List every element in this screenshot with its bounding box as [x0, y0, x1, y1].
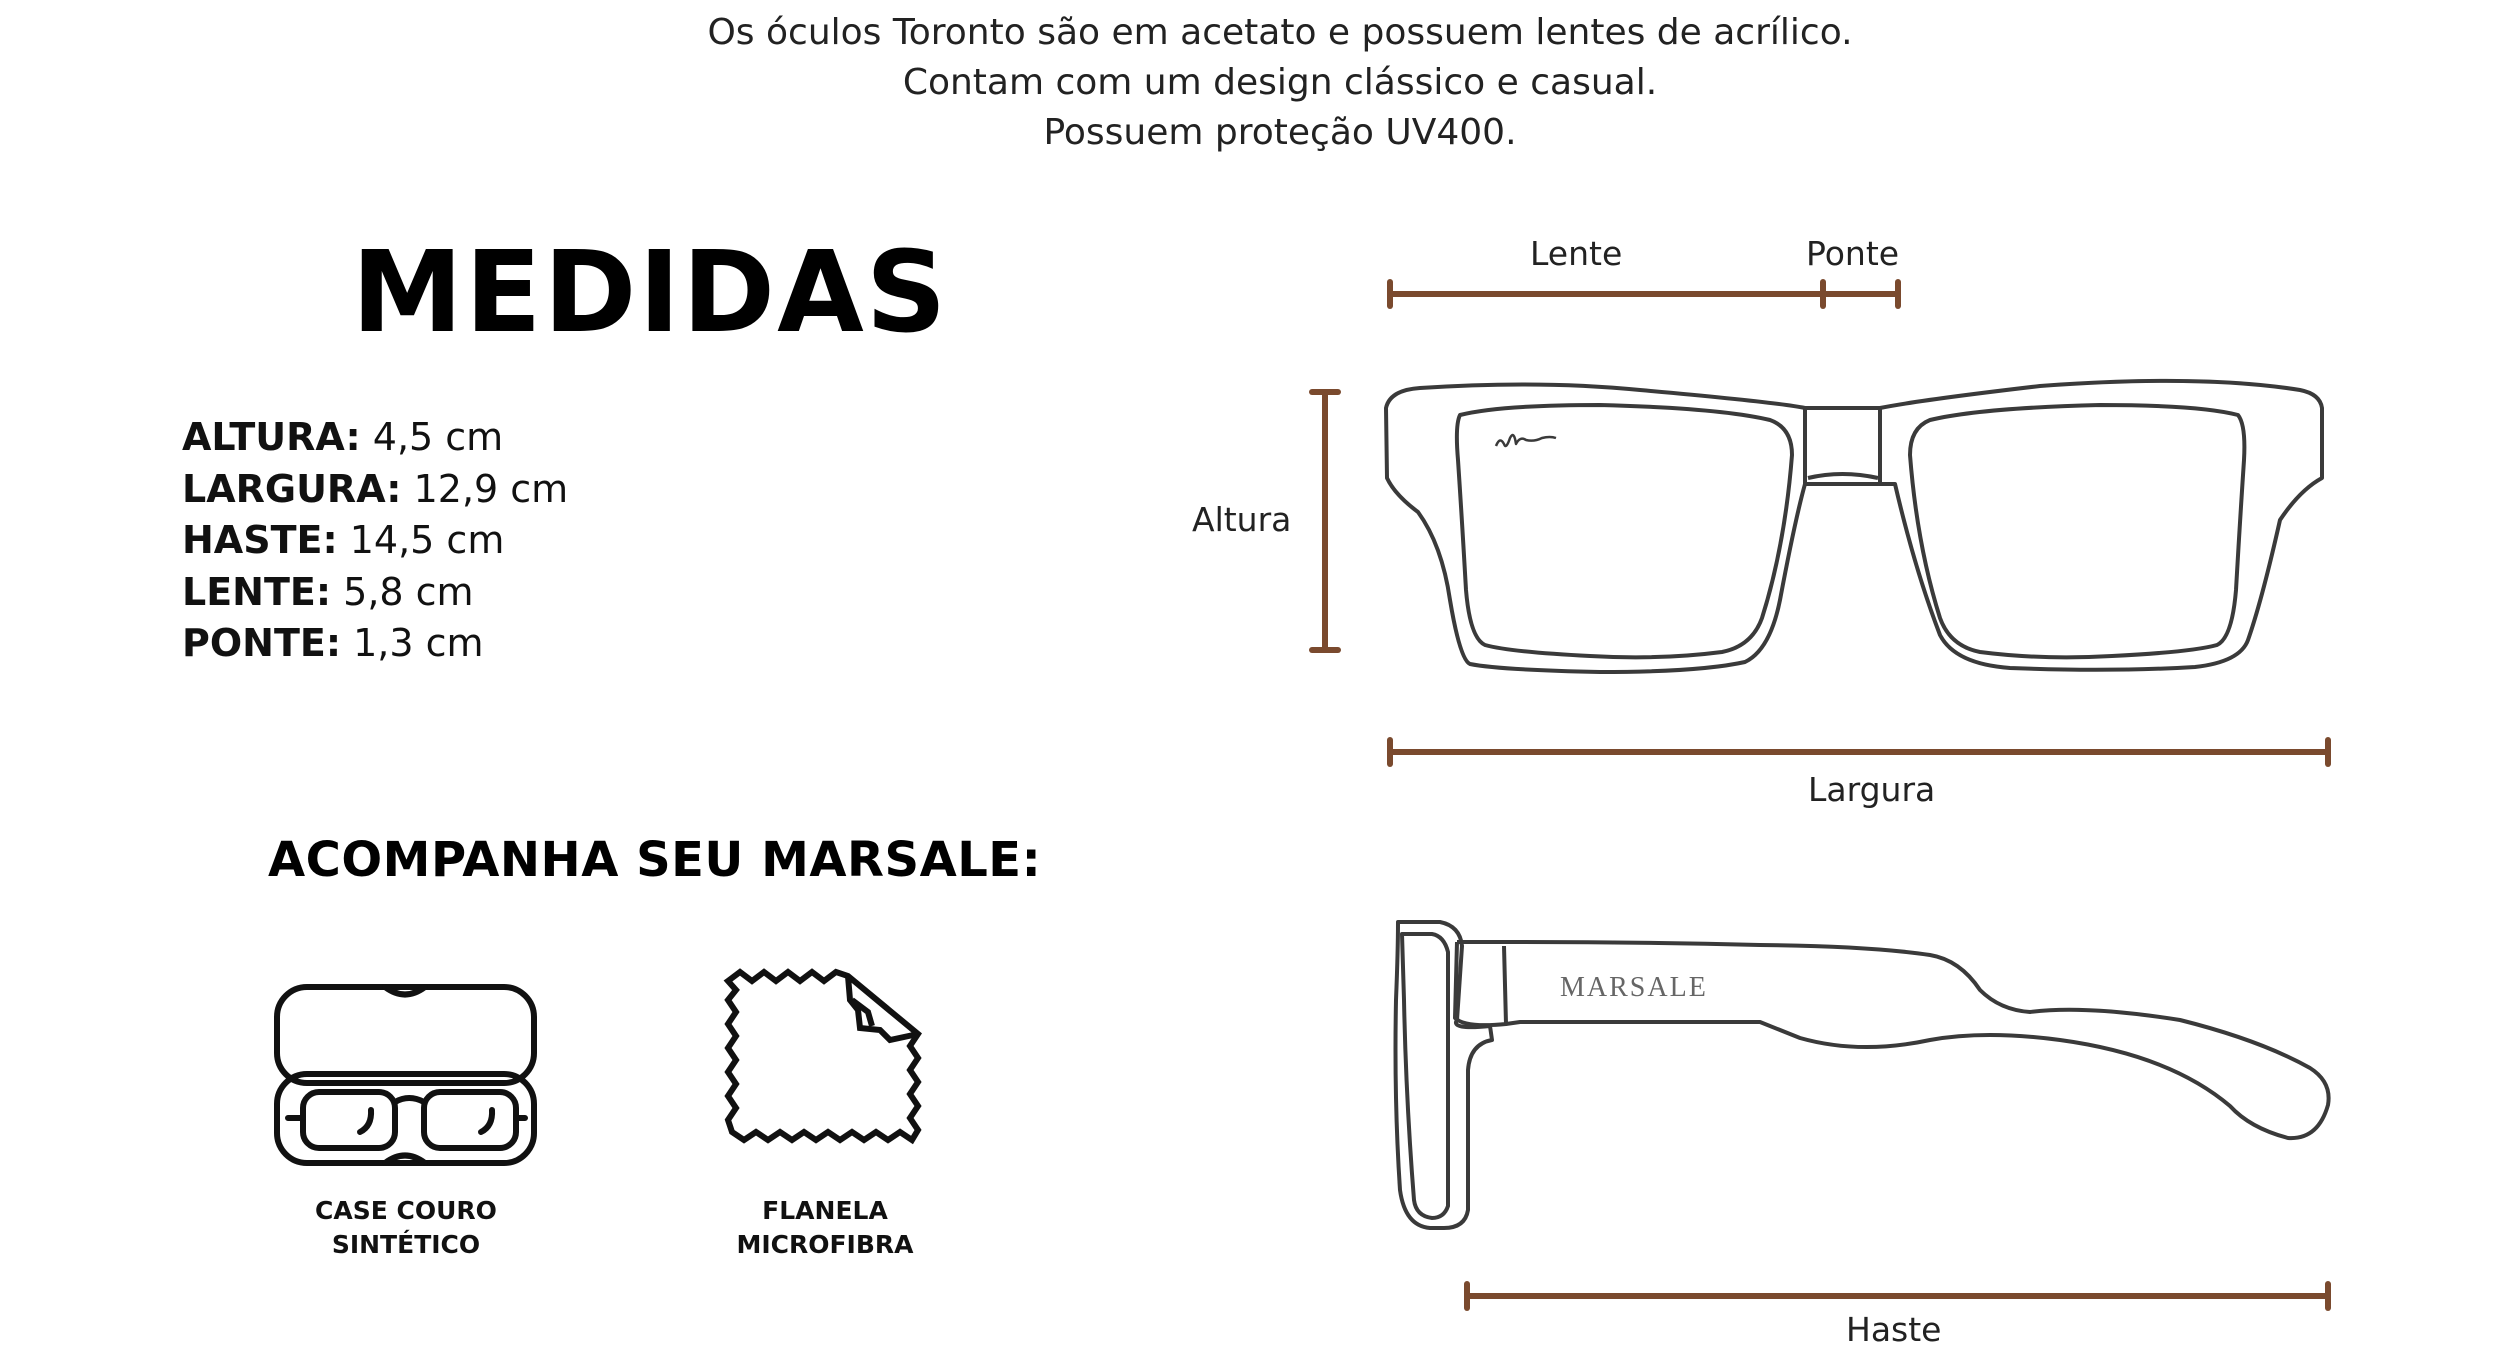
front-profile-outline [1393, 920, 1494, 1230]
bridge-outline [1803, 408, 1882, 484]
measurement-lines [1309, 279, 2331, 1311]
case-label-line-1: CASE COURO [315, 1196, 497, 1225]
product-description: Os óculos Toronto são em acetato e possu… [0, 8, 2500, 158]
measure-key: LARGURA: [182, 466, 402, 511]
description-line-1: Os óculos Toronto são em acetato e possu… [707, 12, 1853, 53]
temple-label: Haste [1846, 1310, 1942, 1349]
bridge-measure-line [1820, 279, 1901, 309]
measure-temple: HASTE: 14,5 cm [182, 515, 568, 567]
measure-key: PONTE: [182, 621, 342, 665]
description-line-3: Possuem proteção UV400. [1043, 112, 1517, 153]
glasses-side-view [1393, 920, 2331, 1230]
width-measure-line [1387, 737, 2331, 767]
lens-label: Lente [1530, 234, 1623, 273]
cloth-label: FLANELA MICROFIBRA [700, 1194, 950, 1262]
bridge-label: Ponte [1806, 234, 1900, 273]
measure-value: 1,3 cm [341, 621, 484, 665]
accessories-title: ACOMPANHA SEU MARSALE: [268, 832, 1042, 888]
measures-title: MEDIDAS [351, 228, 949, 358]
measure-width: LARGURA: 12,9 cm [182, 464, 568, 516]
glasses-case-icon [274, 984, 537, 1166]
width-label: Largura [1808, 770, 1936, 809]
left-lens-outline [1454, 403, 1794, 660]
glasses-front-view [1384, 378, 2324, 674]
hinge-outline [1453, 941, 1508, 1028]
measures-list: ALTURA: 4,5 cm LARGURA: 12,9 cm HASTE: 1… [182, 412, 568, 670]
height-measure-line [1309, 389, 1341, 653]
right-lens-outline [1908, 403, 2247, 660]
signature-mark [1494, 433, 1557, 448]
measure-value: 4,5 cm [360, 415, 504, 459]
cloth-label-line-1: FLANELA [762, 1196, 888, 1225]
brand-mark: MARSALE [1560, 972, 1708, 1003]
description-line-2: Contam com um design clássico e casual. [902, 62, 1658, 103]
measure-height: ALTURA: 4,5 cm [182, 412, 568, 464]
measure-key: LENTE: [182, 569, 332, 614]
measure-lens: LENTE: 5,8 cm [182, 567, 568, 619]
temple-measure-line [1464, 1281, 2331, 1311]
case-label: CASE COURO SINTÉTICO [276, 1194, 536, 1262]
measure-value: 5,8 cm [331, 569, 474, 614]
lens-profile-outline [1400, 932, 1450, 1220]
measure-key: ALTURA: [182, 415, 361, 459]
cloth-label-line-2: MICROFIBRA [736, 1230, 914, 1259]
measure-value: 14,5 cm [337, 518, 505, 562]
lens-measure-line [1387, 279, 1826, 309]
case-label-line-2: SINTÉTICO [331, 1230, 481, 1259]
microfiber-cloth-icon [723, 968, 922, 1145]
measure-bridge: PONTE: 1,3 cm [182, 618, 568, 670]
frame-outline [1384, 378, 2324, 674]
height-label: Altura [1192, 500, 1292, 539]
measure-value: 12,9 cm [401, 466, 569, 511]
temple-outline [1457, 940, 2331, 1141]
measure-key: HASTE: [182, 518, 338, 562]
